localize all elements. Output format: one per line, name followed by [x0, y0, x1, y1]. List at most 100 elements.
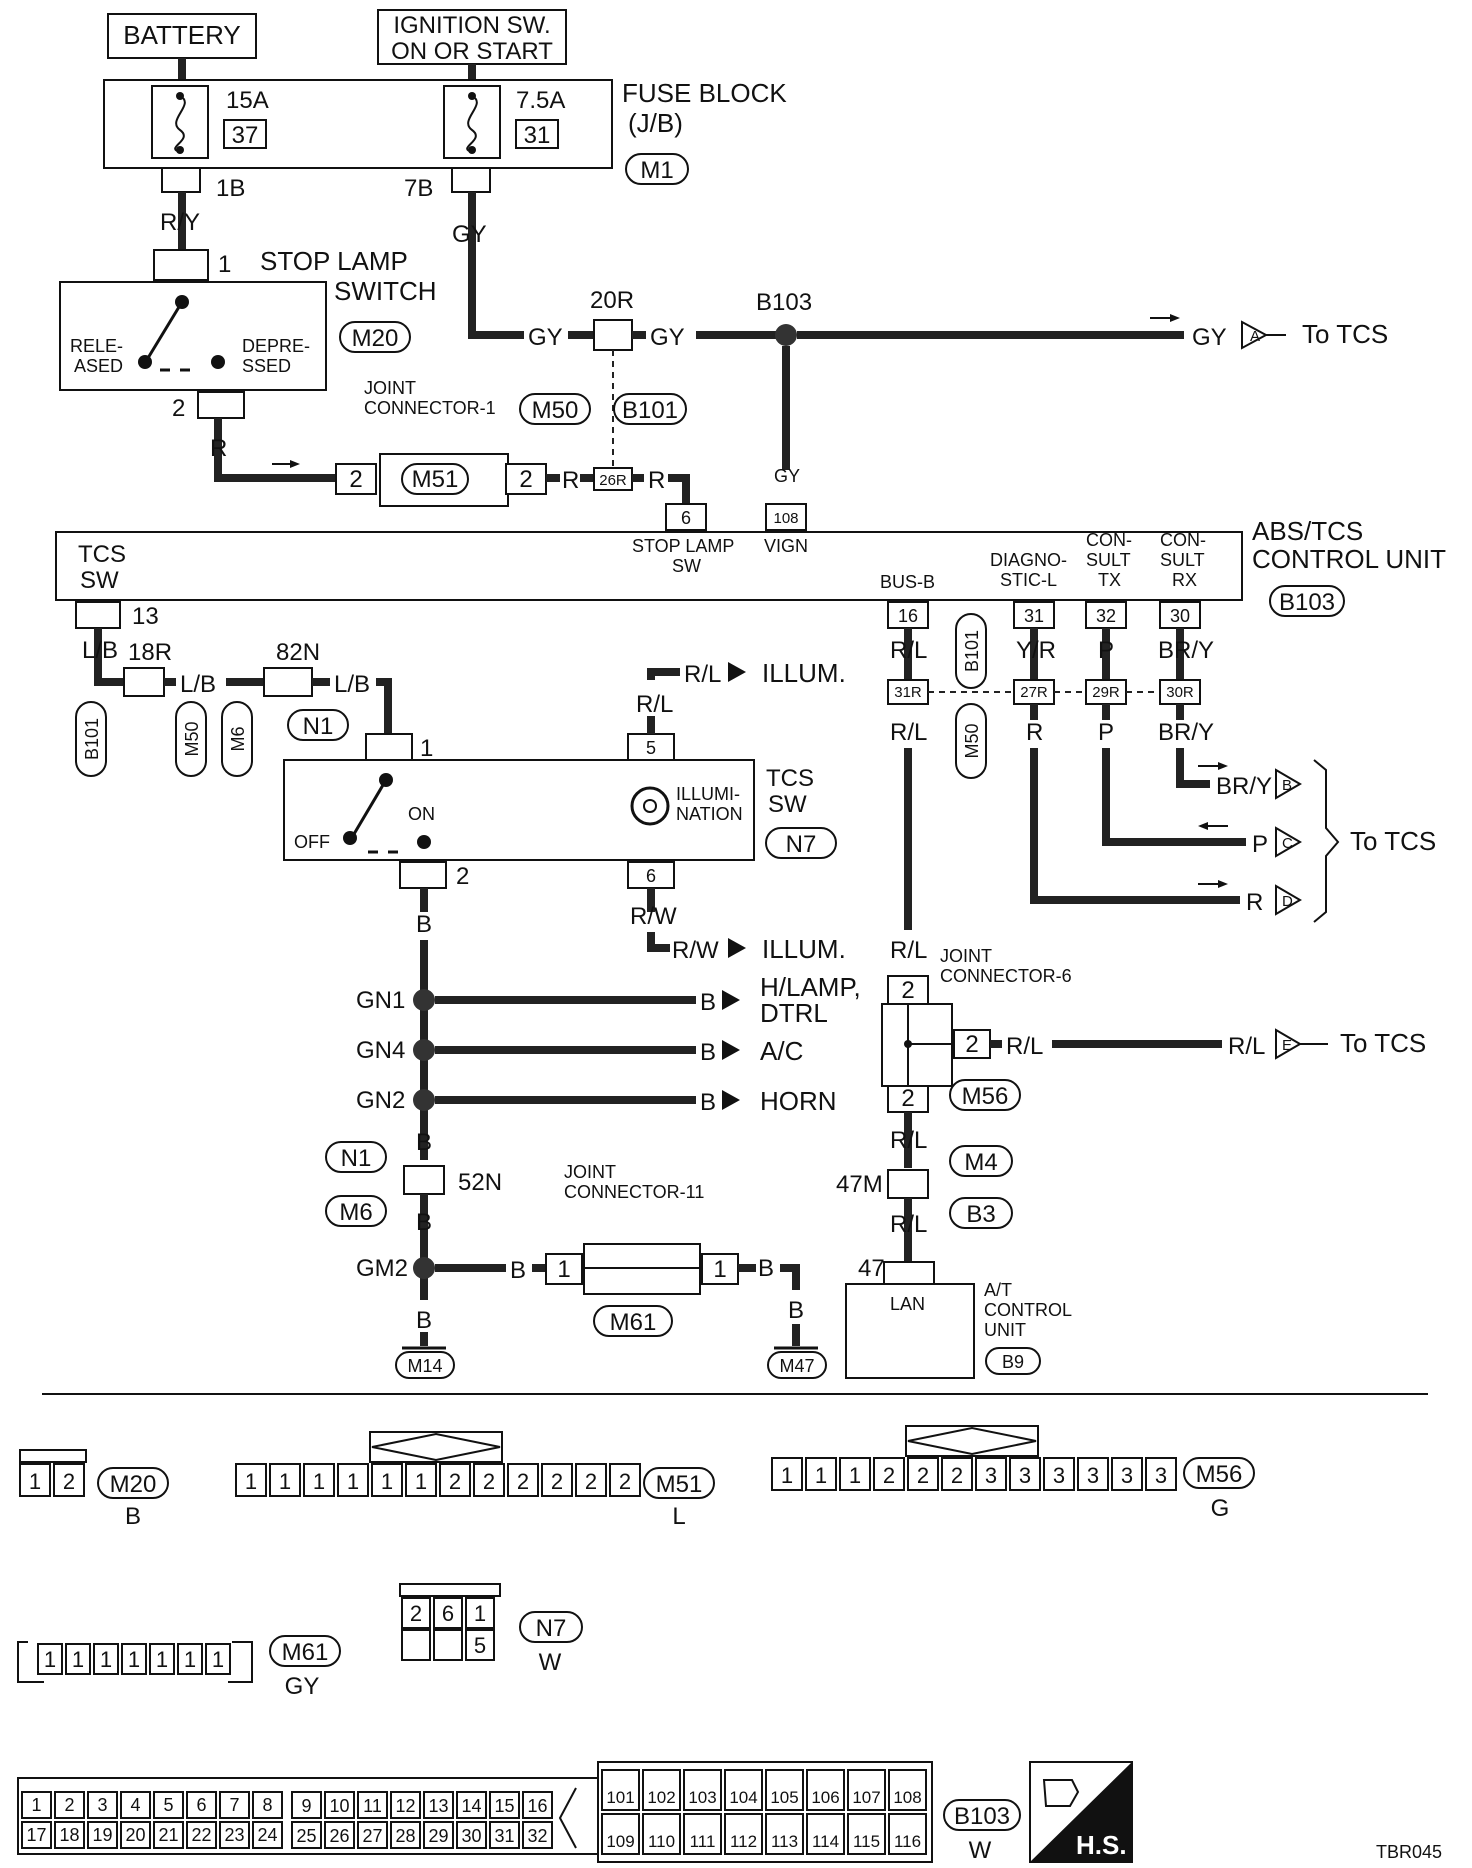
b103-r1a-cell: [54, 1791, 85, 1819]
m56-cell: [1043, 1457, 1075, 1491]
m56-pin: 2: [951, 1463, 963, 1488]
m61-pin: 1: [100, 1647, 112, 1672]
lb-wire-1: L/B: [82, 637, 118, 664]
terminal-7b: 7B: [404, 175, 433, 202]
stop-lamp-wire-r: R: [210, 435, 227, 462]
b103-r4-cell: [683, 1813, 722, 1855]
b103-r2b-cell: [522, 1821, 553, 1849]
b103-r4-pin: 109: [606, 1832, 634, 1851]
to-tcs-e: To TCS: [1340, 1028, 1426, 1058]
b103-r4-pin: 114: [812, 1832, 839, 1851]
yr-wire: Y/R: [1016, 637, 1056, 664]
illumination-1: ILLUMI-: [676, 784, 740, 804]
b103-r3-cell: [847, 1769, 886, 1811]
b103-r4-pin: 115: [853, 1832, 880, 1851]
lb-wire-2: L/B: [180, 671, 216, 698]
n7-top-pin: 6: [442, 1601, 454, 1626]
gn4-b: B: [700, 1039, 716, 1066]
b103-r1a-pin: 3: [97, 1795, 107, 1815]
vign-label: VIGN: [764, 536, 808, 556]
ac-label: A/C: [760, 1036, 803, 1066]
joint1-line1: JOINT: [364, 378, 416, 398]
b103-r1b-cell: [357, 1791, 388, 1819]
jc6-pin-2b: 2: [965, 1031, 978, 1058]
rl-e-2: R/L: [1228, 1033, 1265, 1060]
b103-r1a-pin: 2: [64, 1795, 74, 1815]
tcs-sw-off: OFF: [294, 832, 330, 852]
m61-face-name: M61: [282, 1639, 329, 1666]
b103-r1b-pin: 9: [301, 1796, 311, 1816]
b103-r1b-pin: 11: [363, 1796, 382, 1816]
m51-connector: M51: [412, 466, 459, 493]
b103-r1b-cell: [324, 1791, 355, 1819]
b103-r3-cell: [888, 1769, 927, 1811]
m56-pin: 1: [815, 1463, 827, 1488]
n7-top-pin: 2: [410, 1601, 422, 1626]
fuse1-amp: 15A: [226, 87, 269, 114]
b103-r3-pin: 102: [647, 1788, 675, 1807]
abs-pin-108: 108: [773, 510, 798, 527]
m61-connector: M61: [610, 1309, 657, 1336]
tcs-sw-label-2: SW: [80, 567, 119, 594]
m50-right: M50: [962, 723, 982, 758]
m51-pin: 1: [381, 1469, 393, 1494]
jc6-line1: JOINT: [940, 946, 992, 966]
n7-bottom-pin: 5: [474, 1633, 486, 1658]
ignition-label-2: ON OR START: [391, 38, 553, 65]
bry-wire-1: BR/Y: [1158, 637, 1214, 664]
abs-tcs-control-unit: [55, 531, 1243, 601]
gy-wire-1: GY: [452, 221, 487, 248]
p-wire-1: P: [1098, 637, 1114, 664]
m51-cell: [371, 1463, 403, 1497]
tcs-sw-title-1: TCS: [766, 765, 814, 792]
conn-52n: 52N: [458, 1169, 502, 1196]
rw-illum-wire: R/W: [630, 903, 677, 930]
b103-r1b-cell: [390, 1791, 421, 1819]
m14-label: M14: [407, 1356, 442, 1376]
jc11-line1: JOINT: [564, 1162, 616, 1182]
conn-31r: 31R: [894, 684, 922, 701]
m20-pin: 1: [29, 1469, 41, 1494]
m51-pin: 1: [279, 1469, 291, 1494]
page-code: TBR045: [1376, 1842, 1442, 1862]
ground-b-9: B: [416, 1307, 432, 1334]
b103-r1a-pin: 8: [262, 1795, 272, 1815]
ground-b-4: B: [416, 1129, 432, 1156]
b103-r1a-pin: 5: [163, 1795, 173, 1815]
b9-connector: B9: [1002, 1352, 1024, 1372]
jc6-pin-2c: 2: [901, 1085, 914, 1112]
m61-face-color: GY: [285, 1673, 320, 1700]
joint1-r2: R: [648, 467, 665, 494]
rl-illum-wire: R/L: [636, 691, 673, 718]
m61-pin: 1: [156, 1647, 168, 1672]
b103-r2b-pin: 25: [296, 1826, 316, 1846]
m56-pin: 3: [1155, 1463, 1167, 1488]
m51-pin: 1: [347, 1469, 359, 1494]
bry-wire-2: BR/Y: [1158, 719, 1214, 746]
b103-r2a-pin: 19: [92, 1825, 112, 1845]
m20-cell: [53, 1463, 85, 1497]
b103-r1a-cell: [252, 1791, 283, 1819]
tag-c: C: [1282, 835, 1293, 852]
battery-label: BATTERY: [123, 20, 241, 50]
m56-cell: [975, 1457, 1007, 1491]
hs-logo-text: H.S.: [1076, 1830, 1127, 1860]
m51-cell: [405, 1463, 437, 1497]
joint1-26r: 26R: [599, 472, 627, 489]
m56-pin: 3: [1019, 1463, 1031, 1488]
b101-right: B101: [962, 630, 982, 672]
m56-pin: 3: [1121, 1463, 1133, 1488]
ground-b-7: B: [758, 1255, 774, 1282]
m56-pin: 1: [849, 1463, 861, 1488]
b103-r3-cell: [765, 1769, 804, 1811]
fuse1-number: 37: [232, 122, 259, 149]
b103-face-color: W: [969, 1837, 992, 1864]
b103-r2a-cell: [252, 1821, 283, 1849]
b103-r3-cell: [683, 1769, 722, 1811]
b103-r4-pin: 111: [690, 1832, 716, 1851]
b103-r1b-cell: [489, 1791, 520, 1819]
b103-r1a-cell: [219, 1791, 250, 1819]
b103-r2a-cell: [87, 1821, 118, 1849]
